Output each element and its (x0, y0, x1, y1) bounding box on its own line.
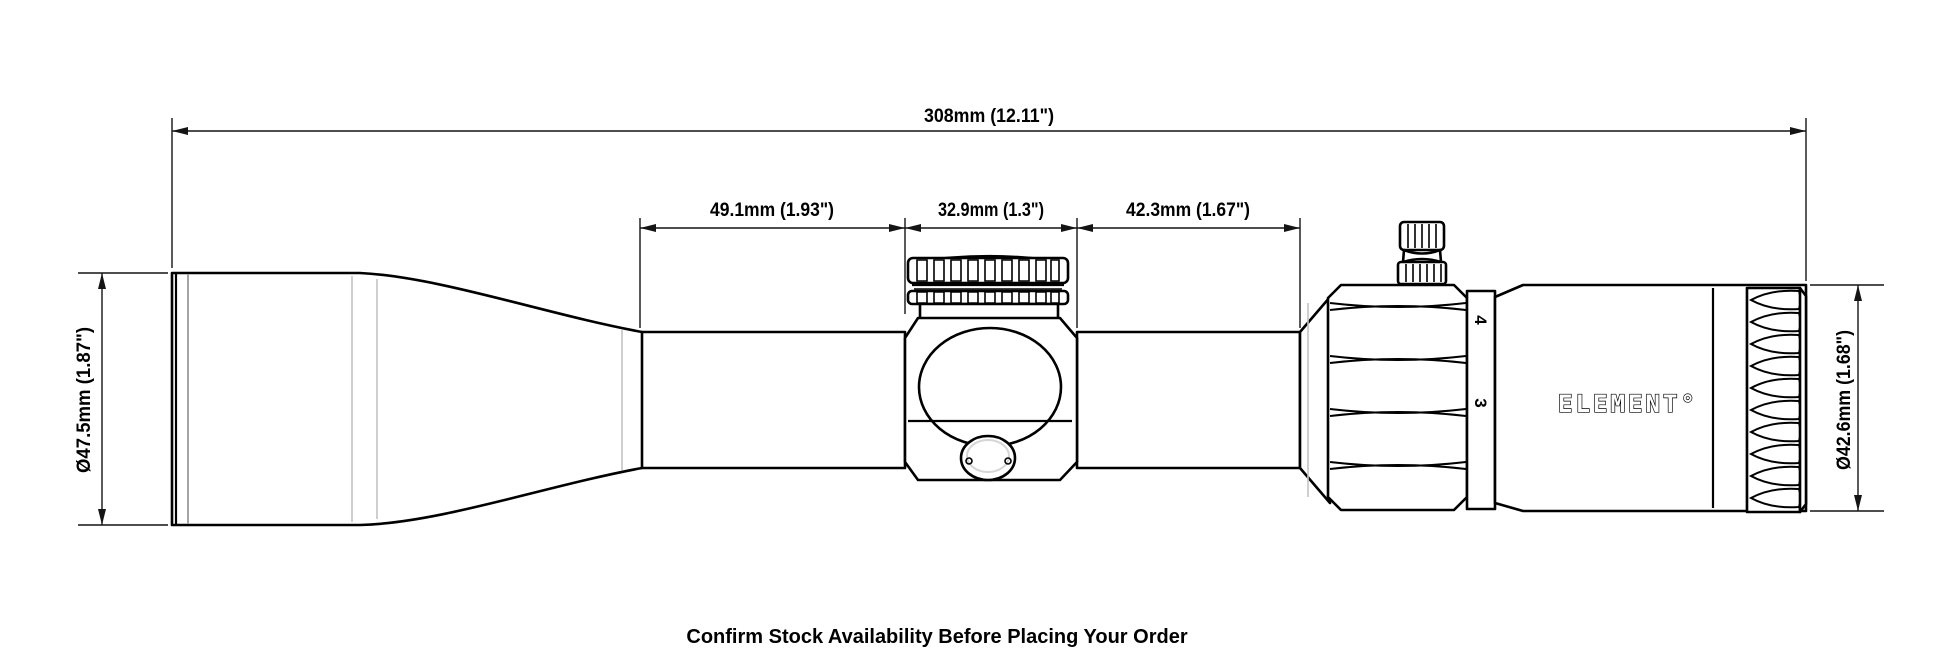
knurl-teeth-row1 (916, 259, 1060, 282)
dimension-objective-diameter: Ø47.5mm (1.87") (74, 272, 168, 526)
dimension-label-saddle: 32.9mm (1.3") (938, 200, 1044, 221)
turret-saddle (903, 316, 1079, 482)
dimension-label-objective-diameter: Ø47.5mm (1.87") (74, 327, 95, 473)
dimension-label-front-tube: 49.1mm (1.93") (710, 200, 834, 221)
windage-screw-left (965, 457, 973, 465)
diopter-end-cap (1798, 286, 1808, 514)
magnification-mark-3: 3 (1471, 398, 1490, 407)
magnification-ring: 4 3 (1465, 289, 1497, 511)
rear-cone (1298, 295, 1332, 505)
elevation-turret-cap (906, 254, 1070, 322)
main-tube-rear (1075, 330, 1302, 470)
dimension-overall-length: 308mm (12.11") (171, 106, 1807, 281)
objective-bell (170, 271, 644, 527)
dimension-label-rear-tube: 42.3mm (1.67") (1126, 200, 1250, 221)
zoom-ring (1326, 283, 1469, 512)
stock-availability-note: Confirm Stock Availability Before Placin… (686, 626, 1188, 648)
dimension-label-eyepiece-diameter: Ø42.6mm (1.68") (1834, 330, 1855, 470)
brand-logo: ELEMENT° (1558, 390, 1698, 418)
dimension-eyepiece-diameter: Ø42.6mm (1.68") (1810, 284, 1884, 512)
dimension-label-overall: 308mm (12.11") (924, 106, 1054, 127)
throw-lever-knob (1396, 220, 1448, 286)
knob-waist (1401, 248, 1443, 264)
windage-screw-right (1004, 457, 1012, 465)
saddle-ball (917, 326, 1063, 448)
dimension-segments: 49.1mm (1.93") 32.9mm (1.3") 42.3mm (1.6… (639, 200, 1301, 328)
main-tube-front (638, 330, 907, 470)
magnification-mark-4: 4 (1471, 315, 1490, 325)
windage-turret-cap (959, 434, 1017, 482)
diopter-ring (1745, 286, 1808, 514)
